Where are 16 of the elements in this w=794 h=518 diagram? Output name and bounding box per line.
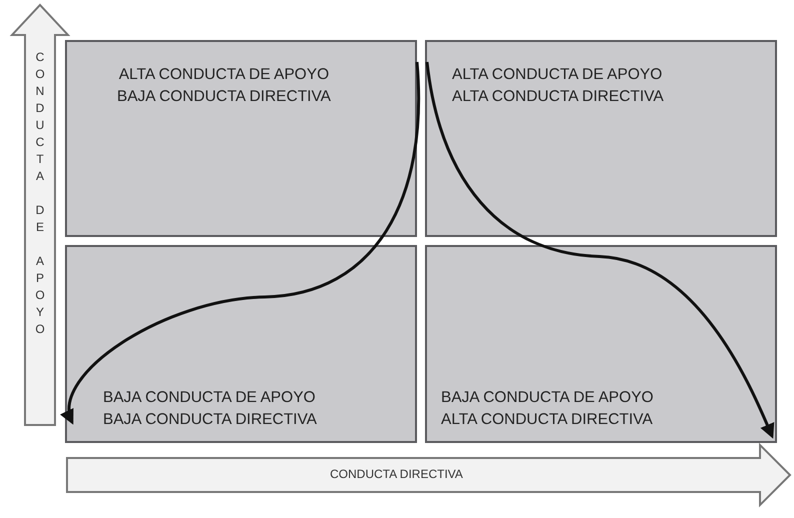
curved-arrow <box>426 62 774 439</box>
axis-label: CONDUCTA DE APOYO <box>33 50 47 339</box>
quadrant-box <box>425 245 777 443</box>
axis-label: CONDUCTA DIRECTIVA <box>330 467 463 481</box>
quadrant-text: ALTA CONDUCTA DIRECTIVA <box>441 410 654 430</box>
quadrant-box <box>65 40 417 237</box>
quadrant-text: BAJA CONDUCTA DE APOYO <box>103 388 316 408</box>
quadrant-text: BAJA CONDUCTA DIRECTIVA <box>117 87 331 107</box>
quadrant-box <box>65 245 417 443</box>
quadrant-text: BAJA CONDUCTA DIRECTIVA <box>103 410 317 430</box>
quadrant-text: BAJA CONDUCTA DE APOYO <box>441 388 654 408</box>
quadrant-text: ALTA CONDUCTA DIRECTIVA <box>452 87 664 107</box>
curved-arrow <box>62 62 420 425</box>
quadrant-text: ALTA CONDUCTA DE APOYO <box>118 65 330 85</box>
quadrant-box <box>425 40 777 237</box>
quadrant-text: ALTA CONDUCTA DE APOYO <box>452 65 664 85</box>
